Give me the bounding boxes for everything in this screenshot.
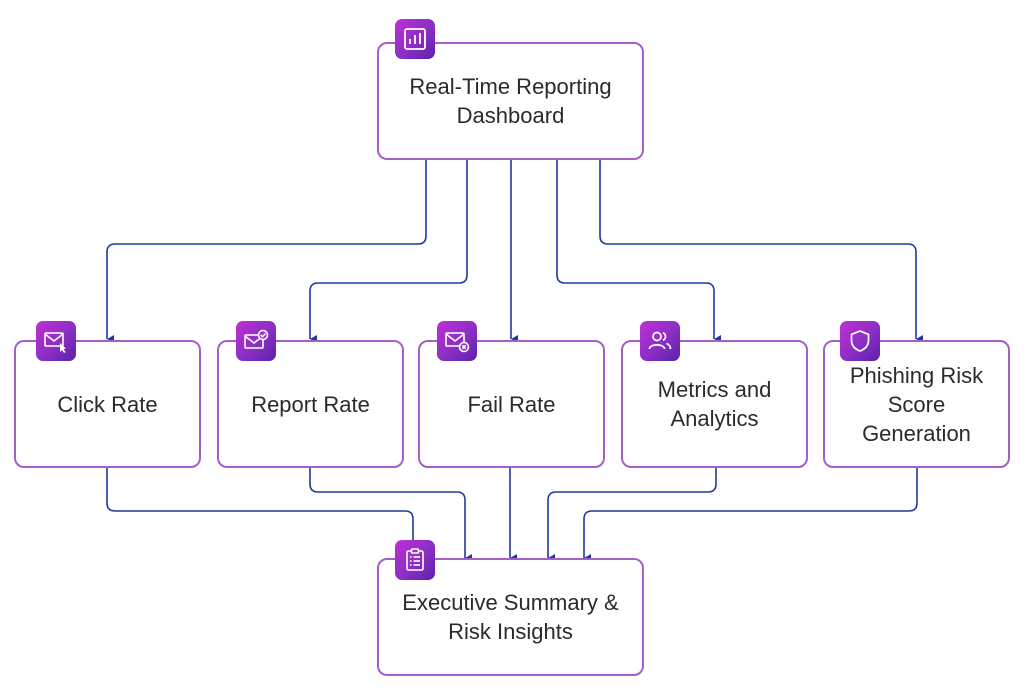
node-metrics-analytics-label: Metrics and Analytics bbox=[657, 377, 772, 431]
node-click-rate-label: Click Rate bbox=[57, 391, 158, 417]
node-phishing-risk-score: Phishing Risk Score Generation bbox=[823, 340, 1010, 468]
connector-top-to-report-rate bbox=[309, 160, 468, 343]
shield-icon bbox=[840, 321, 880, 361]
connector-top-to-metrics-analytics bbox=[556, 160, 721, 343]
mail-click-icon bbox=[36, 321, 76, 361]
bar-chart-icon bbox=[395, 19, 435, 59]
connector-report-rate-to-summary bbox=[309, 468, 472, 562]
top-node-dashboard: Real-Time Reporting Dashboard bbox=[377, 42, 644, 160]
node-report-rate: Report Rate bbox=[217, 340, 404, 468]
connector-top-to-phishing-risk bbox=[599, 160, 923, 343]
node-report-rate-label: Report Rate bbox=[251, 391, 370, 417]
users-icon bbox=[640, 321, 680, 361]
connector-phishing-risk-to-summary bbox=[583, 468, 918, 562]
node-click-rate: Click Rate bbox=[14, 340, 201, 468]
node-metrics-analytics: Metrics and Analytics bbox=[621, 340, 808, 468]
connector-metrics-analytics-to-summary bbox=[547, 468, 717, 562]
mail-check-icon bbox=[236, 321, 276, 361]
mail-x-icon bbox=[437, 321, 477, 361]
node-phishing-risk-score-label: Phishing Risk Score Generation bbox=[849, 362, 984, 446]
node-fail-rate-label: Fail Rate bbox=[467, 391, 556, 417]
top-node-label: Real-Time Reporting Dashboard bbox=[409, 74, 612, 128]
node-fail-rate: Fail Rate bbox=[418, 340, 605, 468]
connector-click-rate-to-summary bbox=[106, 468, 420, 552]
bottom-node-label: Executive Summary & Risk Insights bbox=[402, 590, 619, 644]
connector-top-to-click-rate bbox=[106, 160, 427, 343]
clipboard-list-icon bbox=[395, 540, 435, 580]
